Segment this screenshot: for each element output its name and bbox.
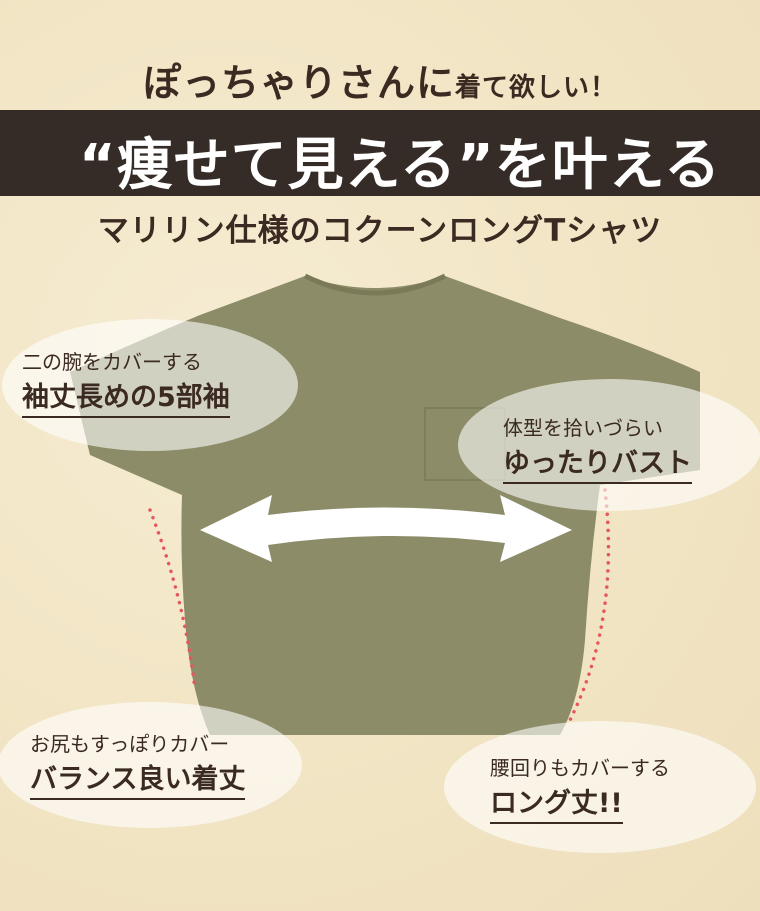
callout-bubble — [458, 379, 760, 511]
callout-bubble — [444, 721, 756, 853]
callout-line2: ロング丈!! — [490, 781, 623, 824]
left-dotted-line — [148, 508, 197, 692]
title-banner — [0, 110, 760, 196]
right-dotted-line — [568, 488, 611, 722]
callout-line2: ゆったりバスト — [503, 441, 692, 484]
callout-waist: 腰回りもカバーする ロング丈!! — [490, 752, 670, 824]
callout-bust: 体型を拾いづらい ゆったりバスト — [503, 412, 692, 484]
callout-line2: バランス良い着丈 — [30, 757, 246, 800]
callout-line1: 腰回りもカバーする — [490, 756, 670, 780]
headline-main: ぽっちゃりさんに — [142, 61, 455, 105]
callout-bubble — [0, 702, 302, 828]
width-arrow-icon — [200, 495, 572, 562]
callout-line1: 二の腕をカバーする — [22, 350, 202, 374]
callout-sleeve: 二の腕をカバーする 袖丈長めの5部袖 — [22, 346, 230, 418]
banner-title: “痩せて見える”を叶える — [78, 133, 722, 198]
callout-length: お尻もすっぽりカバー バランス良い着丈 — [30, 728, 246, 800]
headline-tail: 着て欲しい！ — [455, 73, 618, 103]
callout-line1: 体型を拾いづらい — [503, 416, 663, 440]
headline: ぽっちゃりさんに着て欲しい！ — [0, 52, 760, 107]
product-subtitle: マリリン仕様のコクーンロングTシャツ — [97, 213, 663, 249]
callout-line1: お尻もすっぽりカバー — [30, 732, 230, 756]
callout-bubble — [2, 319, 298, 451]
callout-line2: 袖丈長めの5部袖 — [22, 375, 230, 418]
collar — [303, 273, 447, 296]
